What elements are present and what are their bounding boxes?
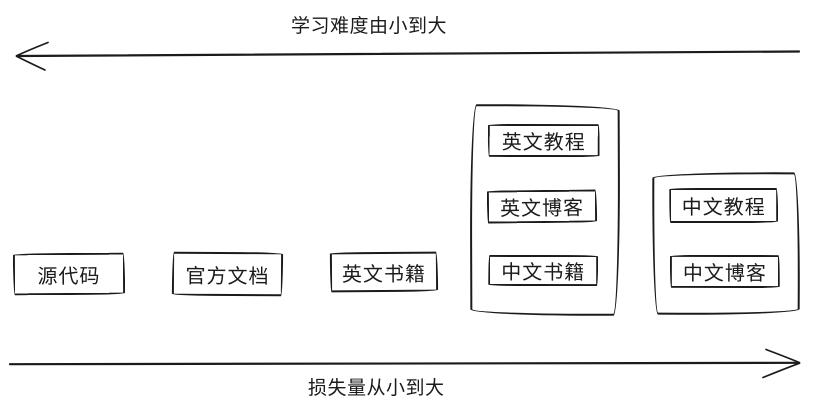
node-chinese-tutorials: 中文教程	[669, 187, 779, 224]
group-chinese-resources: 中文教程 中文博客	[651, 171, 801, 316]
node-english-blogs: 英文博客	[486, 189, 598, 224]
node-chinese-books-label: 中文书籍	[501, 261, 586, 285]
node-english-blogs-label: 英文博客	[499, 197, 585, 221]
node-official-docs: 官方文档	[171, 251, 284, 297]
node-english-books: 英文书籍	[329, 251, 439, 293]
node-source-code: 源代码	[12, 252, 126, 296]
node-chinese-blogs-label: 中文博客	[682, 262, 767, 286]
difficulty-arrow-left	[15, 41, 801, 71]
difficulty-axis-label: 学习难度由小到大	[291, 16, 448, 37]
loss-axis-label: 损失量从小到大	[308, 378, 445, 399]
node-chinese-books: 中文书籍	[488, 254, 599, 287]
node-english-tutorials-label: 英文教程	[501, 131, 586, 155]
node-english-books-label: 英文书籍	[341, 263, 427, 286]
node-source-code-label: 源代码	[37, 265, 101, 288]
node-chinese-blogs: 中文博客	[669, 254, 780, 289]
node-chinese-tutorials-label: 中文教程	[681, 196, 766, 220]
node-official-docs-label: 官方文档	[185, 265, 270, 288]
node-english-tutorials: 英文教程	[487, 123, 600, 158]
group-english-resources: 英文教程 英文博客 中文书籍	[469, 103, 621, 317]
